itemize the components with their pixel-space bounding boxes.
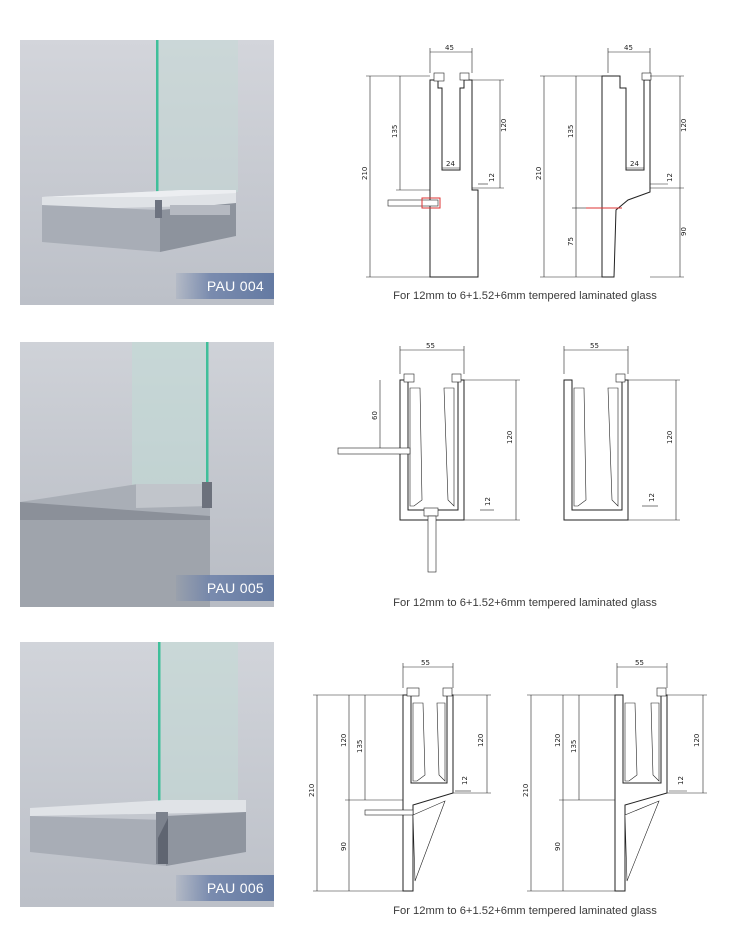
dim-width: 55 — [421, 659, 430, 667]
dim-h1: 135 — [570, 740, 578, 753]
dim-total-height: 210 — [361, 167, 369, 180]
dim-total-height: 210 — [522, 784, 530, 797]
dim-total-height: 210 — [535, 167, 543, 180]
pau-005-render — [20, 342, 274, 607]
pau-005-right-section: 55 120 12 — [563, 342, 680, 521]
pau-005-left-section: 55 60 120 12 — [337, 342, 520, 573]
product-photo-pau-005: PAU 005 — [20, 342, 274, 607]
dim-h2: 120 — [500, 119, 508, 132]
pau-006-render — [20, 642, 274, 907]
product-caption: For 12mm to 6+1.52+6mm tempered laminate… — [393, 905, 657, 917]
dim-total-height: 210 — [308, 784, 316, 797]
dim-step: 12 — [648, 493, 656, 502]
product-caption: For 12mm to 6+1.52+6mm tempered laminate… — [393, 290, 657, 302]
dim-step: 12 — [677, 776, 685, 785]
dim-width: 45 — [445, 44, 454, 52]
dim-h1: 135 — [391, 125, 399, 138]
pau-006-right-section: 55 210 120 135 120 12 90 — [522, 659, 707, 892]
dim-inner: 24 — [630, 160, 639, 168]
dim-h2: 120 — [680, 119, 688, 132]
product-photo-pau-004: PAU 004 — [20, 40, 274, 305]
pau-004-left-section: 45 24 210 135 120 12 — [361, 44, 508, 278]
dim-height: 120 — [506, 431, 514, 444]
pau-005-section-drawings: 55 60 120 12 55 120 12 — [330, 340, 710, 590]
dim-lower: 90 — [340, 842, 348, 851]
pau-004-right-section: 45 24 210 135 120 12 90 75 — [535, 44, 688, 278]
dim-lower-left: 75 — [567, 237, 575, 246]
product-caption: For 12mm to 6+1.52+6mm tempered laminate… — [393, 597, 657, 609]
dim-width: 45 — [624, 44, 633, 52]
dim-h1: 135 — [356, 740, 364, 753]
pau-004-section-drawings: 45 24 210 135 120 12 45 — [360, 40, 705, 280]
product-code-badge: PAU 005 — [176, 575, 274, 601]
product-code-badge: PAU 006 — [176, 875, 274, 901]
product-code-badge: PAU 004 — [176, 273, 274, 299]
dim-h2: 120 — [477, 734, 485, 747]
dim-h2: 120 — [693, 734, 701, 747]
dim-step: 12 — [461, 776, 469, 785]
dim-step: 12 — [666, 173, 674, 182]
dim-h1: 135 — [567, 125, 575, 138]
dim-height: 120 — [666, 431, 674, 444]
dim-h-outer: 120 — [340, 734, 348, 747]
dim-width: 55 — [635, 659, 644, 667]
dim-lower: 90 — [554, 842, 562, 851]
product-photo-pau-006: PAU 006 — [20, 642, 274, 907]
dim-step: 12 — [484, 497, 492, 506]
dim-width: 55 — [590, 342, 599, 350]
dim-anchor: 60 — [371, 411, 379, 420]
dim-width: 55 — [426, 342, 435, 350]
dim-h-outer: 120 — [554, 734, 562, 747]
dim-inner: 24 — [446, 160, 455, 168]
pau-004-render — [20, 40, 274, 305]
dim-lower-right: 90 — [680, 227, 688, 236]
pau-006-left-section: 55 210 120 135 120 12 90 — [308, 659, 491, 892]
pau-006-section-drawings: 55 210 120 135 120 12 90 — [305, 655, 725, 895]
dim-step: 12 — [488, 173, 496, 182]
